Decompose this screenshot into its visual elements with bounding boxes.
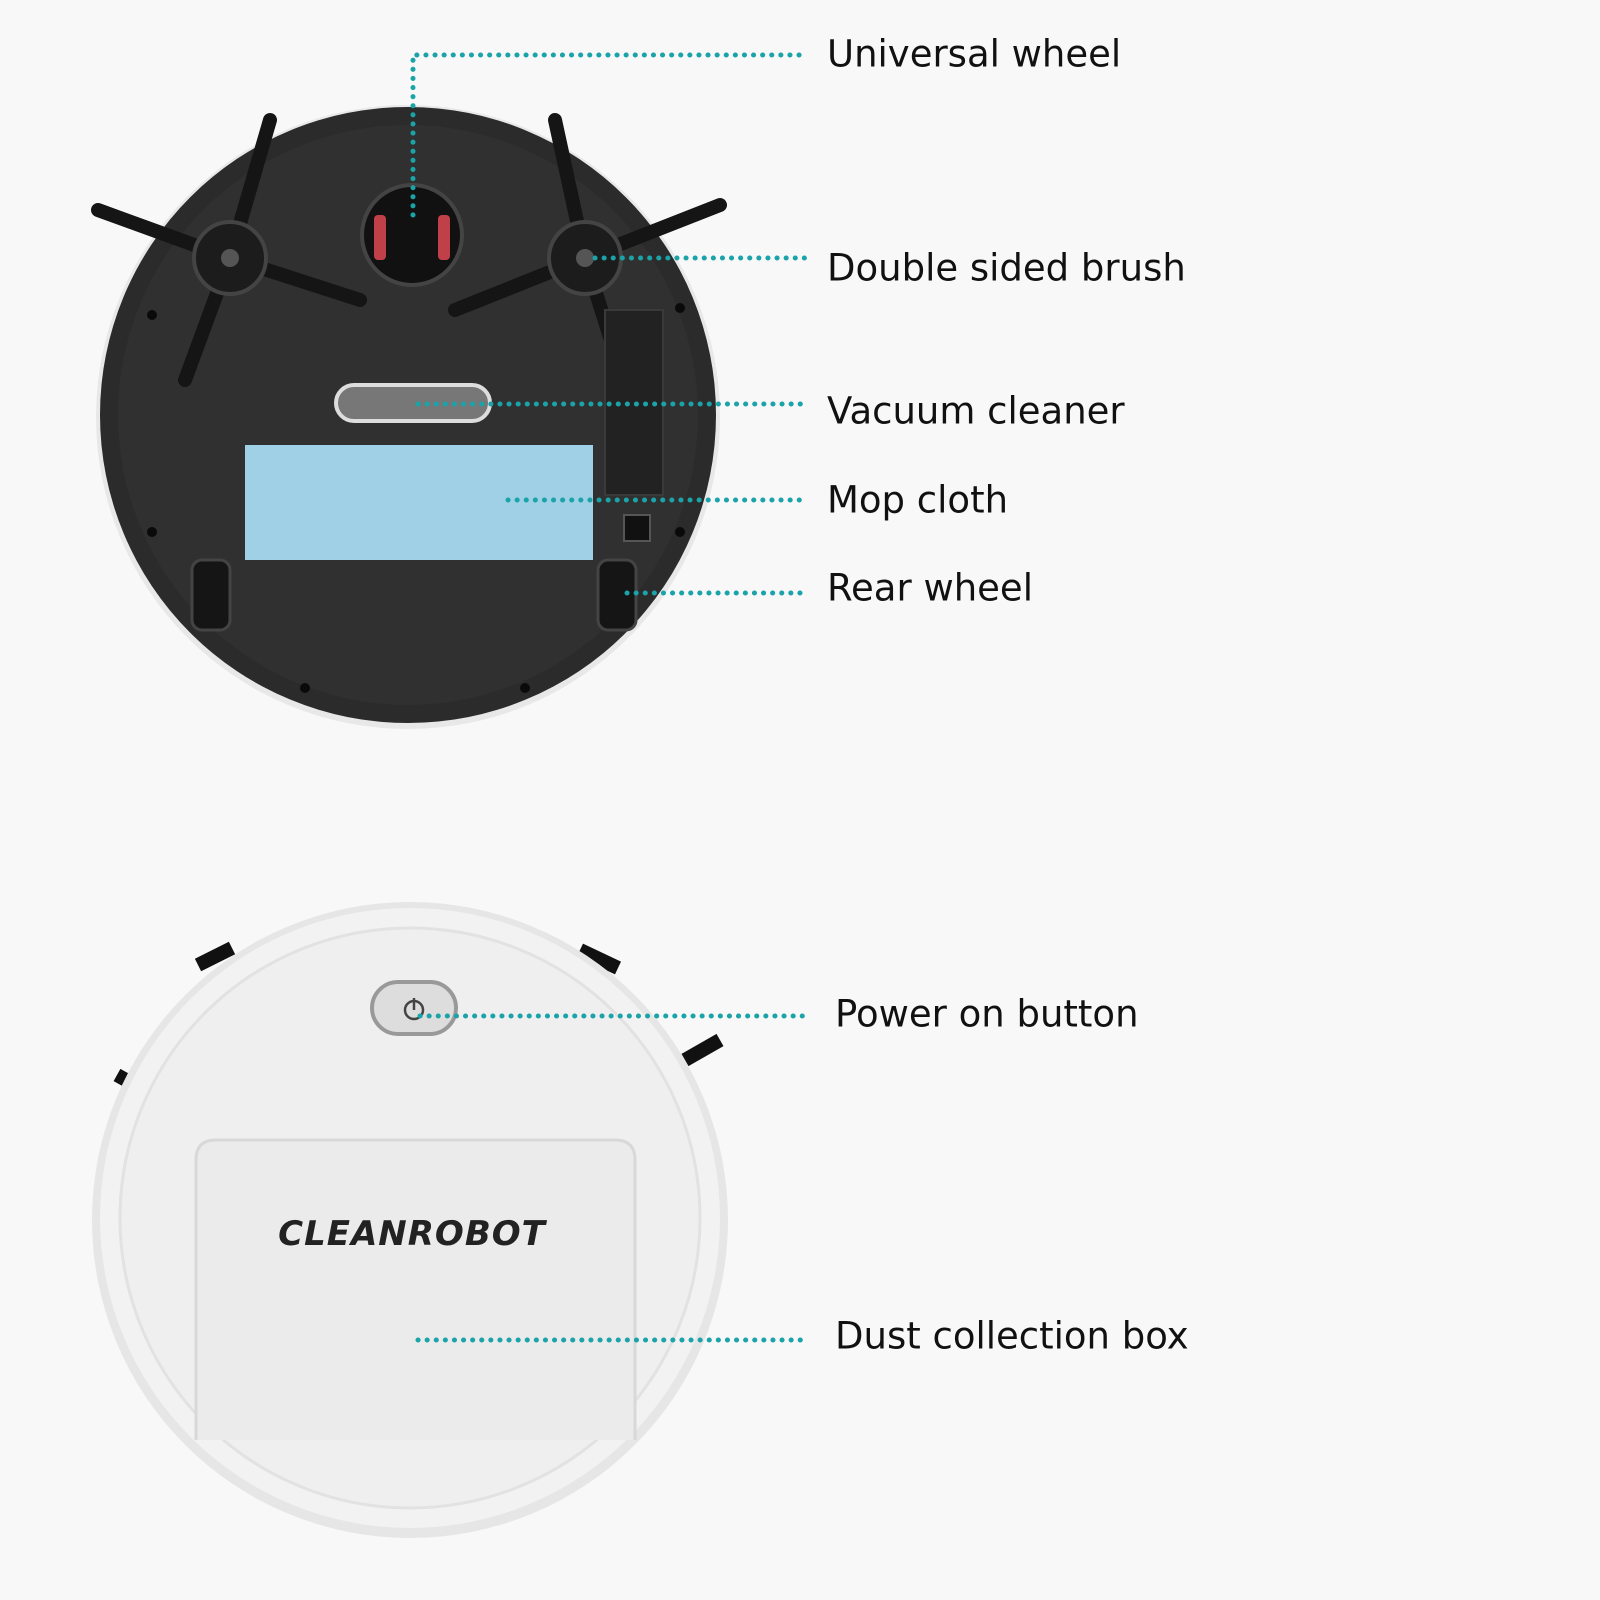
power-button[interactable]	[370, 980, 458, 1036]
robot-bottom-view	[91, 105, 727, 729]
leader-universal-wheel	[410, 52, 808, 218]
rear-wheel-left	[190, 558, 232, 632]
rear-wheel-right	[596, 558, 638, 632]
mop-cloth	[245, 445, 593, 560]
label-power-on-button: Power on button	[835, 992, 1139, 1036]
label-vacuum-cleaner: Vacuum cleaner	[827, 389, 1125, 433]
label-universal-wheel: Universal wheel	[827, 32, 1122, 76]
label-rear-wheel: Rear wheel	[827, 566, 1033, 610]
label-mop-cloth: Mop cloth	[827, 478, 1009, 522]
robot-top-view: CLEANROBOT	[92, 902, 728, 1538]
label-double-sided-brush: Double sided brush	[827, 246, 1186, 290]
universal-wheel	[360, 183, 464, 287]
dust-collection-box	[194, 1138, 637, 1440]
vacuum-inlet	[334, 383, 492, 423]
side-brush-left	[91, 113, 367, 387]
logo: CLEANROBOT	[278, 1214, 548, 1254]
label-dust-collection-box: Dust collection box	[835, 1314, 1189, 1358]
